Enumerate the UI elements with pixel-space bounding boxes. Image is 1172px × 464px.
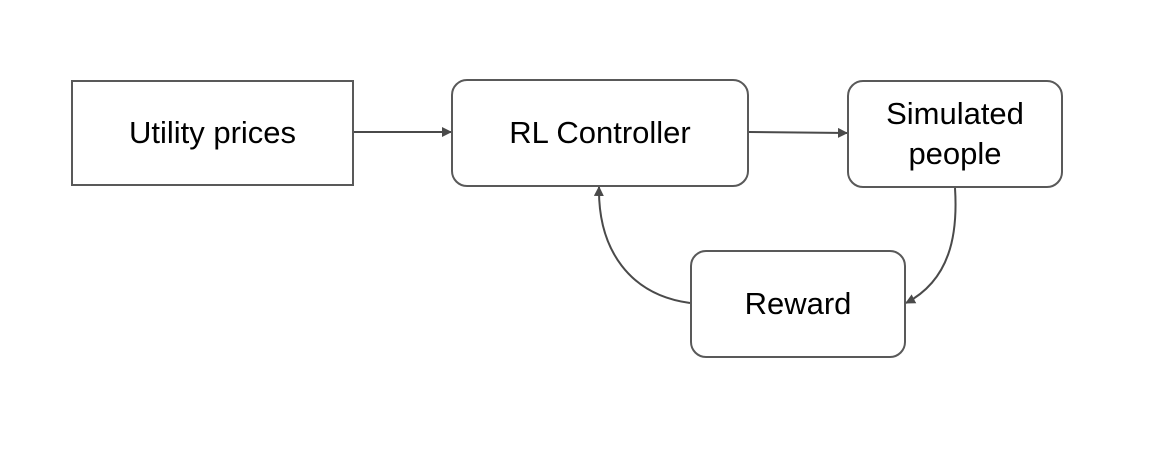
node-reward: Reward <box>690 250 906 358</box>
node-simulated-people: Simulated people <box>847 80 1063 188</box>
node-rl-controller-label: RL Controller <box>509 115 691 150</box>
node-simulated-people-line1: Simulated <box>886 96 1024 131</box>
node-utility-prices-label: Utility prices <box>128 115 297 150</box>
node-simulated-people-label: Simulated people <box>886 94 1024 174</box>
node-utility-prices: Utility prices <box>71 80 354 186</box>
node-reward-label: Reward <box>744 286 852 321</box>
edge-reward-to-rl <box>593 186 691 304</box>
node-rl-controller: RL Controller <box>451 79 749 187</box>
edge-rl-to-simulated <box>748 127 848 138</box>
edge-simulated-to-reward <box>905 187 957 304</box>
node-simulated-people-line2: people <box>908 136 1002 171</box>
